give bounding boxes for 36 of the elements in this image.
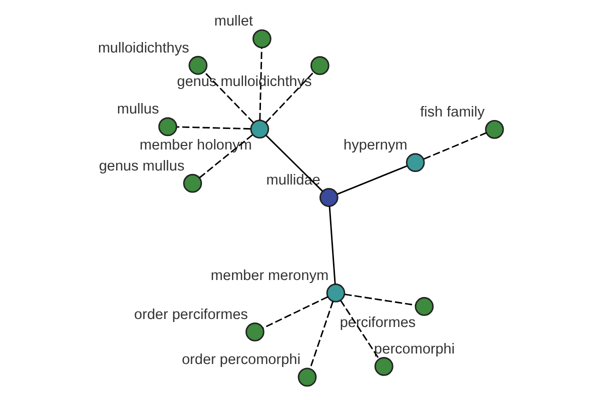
connector: [258, 48, 262, 120]
node-label: genus mullus: [98, 158, 184, 174]
node-label: order perciformes: [134, 306, 248, 323]
node-label: mullet: [214, 14, 252, 30]
node-circle: [245, 322, 264, 342]
node-label: mulloidichthys: [97, 40, 189, 56]
node-label: order percomorphi: [181, 352, 300, 368]
node-circle: [252, 29, 271, 48]
node-label: percomorphi: [374, 341, 454, 358]
node-circle: [484, 120, 504, 139]
node-circle: [405, 153, 424, 172]
node-circle: [326, 284, 345, 302]
connector: [262, 296, 328, 329]
node-circle: [297, 368, 316, 387]
node-label: mullus: [116, 102, 158, 118]
connector: [176, 126, 250, 130]
node-circle: [318, 188, 338, 207]
node-circle: [182, 174, 202, 193]
connector: [344, 294, 416, 306]
connector: [203, 72, 254, 124]
connector: [423, 132, 486, 160]
node-circle: [374, 356, 393, 376]
node-circle: [158, 117, 177, 136]
connector: [198, 134, 252, 178]
node-circle: [414, 297, 434, 316]
connector: [328, 206, 336, 284]
node-circle: [188, 56, 207, 75]
connector: [336, 165, 407, 195]
node-label: member holonym: [139, 137, 252, 154]
node-circle: [310, 56, 329, 76]
node-label: member meronym: [210, 268, 328, 284]
node-label: hypernym: [343, 137, 407, 154]
connector: [339, 300, 379, 360]
node-label: perciformes: [339, 314, 416, 331]
node-circle: [250, 120, 269, 139]
node-label: fish family: [420, 104, 484, 120]
